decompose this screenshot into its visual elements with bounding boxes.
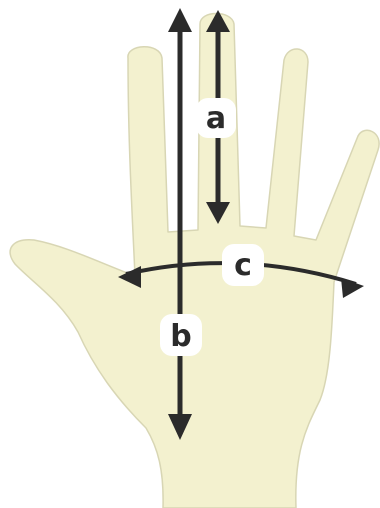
label-c: c xyxy=(222,244,264,286)
label-a: a xyxy=(196,98,236,138)
label-b-text: b xyxy=(170,319,191,354)
hand-silhouette xyxy=(10,14,379,508)
arrow-b-head-top xyxy=(168,8,192,32)
label-b: b xyxy=(160,314,202,356)
label-c-text: c xyxy=(234,248,252,283)
label-a-text: a xyxy=(206,101,226,136)
